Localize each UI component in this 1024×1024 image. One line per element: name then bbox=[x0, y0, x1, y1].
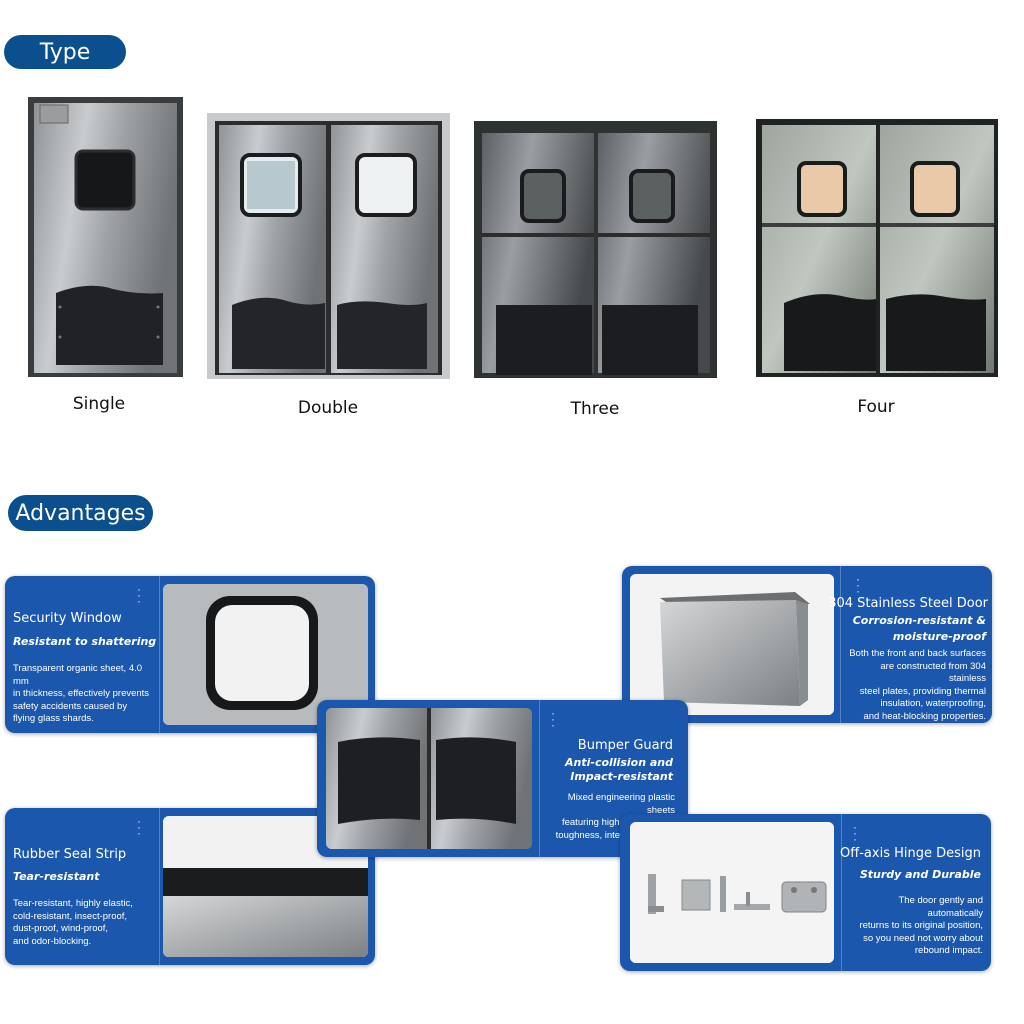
hinge-title: Off-axis Hinge Design bbox=[840, 846, 981, 861]
bumper-guard-subtitle: Anti-collision and Impact-resistant bbox=[565, 756, 673, 783]
security-window-subtitle: Resistant to shattering bbox=[13, 635, 157, 648]
stainless-steel-photo bbox=[630, 574, 834, 715]
security-window-title: Security Window bbox=[13, 611, 122, 626]
dots-icon: ··· bbox=[137, 582, 141, 608]
dots-icon: ··· bbox=[137, 814, 141, 840]
three-door-photo bbox=[474, 121, 717, 378]
stainless-steel-title: 304 Stainless Steel Door bbox=[828, 596, 988, 611]
hinge-subtitle: Sturdy and Durable bbox=[859, 868, 981, 881]
dots-icon: ··· bbox=[853, 820, 857, 846]
rubber-seal-description: Tear-resistant, highly elastic, cold-res… bbox=[13, 898, 133, 947]
bumper-guard-card: ··· Bumper Guard Anti-collision and Impa… bbox=[317, 700, 688, 857]
stainless-steel-description: Both the front and back surfaces are con… bbox=[849, 648, 986, 722]
rubber-seal-card: ··· Rubber Seal Strip Tear-resistant Tea… bbox=[5, 808, 375, 965]
rubber-seal-subtitle: Tear-resistant bbox=[13, 870, 100, 883]
bumper-guard-photo bbox=[326, 708, 532, 849]
dots-icon: ··· bbox=[856, 572, 860, 598]
type-heading: Type bbox=[4, 35, 126, 69]
advantages-heading: Advantages bbox=[8, 495, 153, 531]
rubber-seal-title: Rubber Seal Strip bbox=[13, 847, 127, 862]
security-window-card: ··· Security Window Resistant to shatter… bbox=[5, 576, 375, 733]
hinge-description: The door gently and automatically return… bbox=[859, 895, 983, 956]
four-door-label: Four bbox=[857, 397, 895, 417]
single-door-photo bbox=[28, 97, 183, 377]
bumper-guard-title: Bumper Guard bbox=[577, 738, 673, 753]
rubber-seal-photo bbox=[163, 816, 368, 957]
double-door-label: Double bbox=[297, 398, 359, 418]
hinge-photo bbox=[630, 822, 834, 963]
double-door-photo bbox=[207, 113, 450, 379]
security-window-photo bbox=[163, 584, 368, 725]
security-window-description: Transparent organic sheet, 4.0 mm in thi… bbox=[13, 663, 150, 724]
stainless-steel-card: ··· 304 Stainless Steel Door Corrosion-r… bbox=[622, 566, 992, 723]
dots-icon: ··· bbox=[551, 706, 555, 732]
four-door-photo bbox=[756, 119, 998, 377]
three-door-label: Three bbox=[570, 399, 620, 419]
hinge-card: ··· Off-axis Hinge Design Sturdy and Dur… bbox=[620, 814, 991, 971]
stainless-steel-subtitle: Corrosion-resistant & moisture-proof bbox=[852, 614, 986, 643]
single-door-label: Single bbox=[72, 394, 126, 414]
